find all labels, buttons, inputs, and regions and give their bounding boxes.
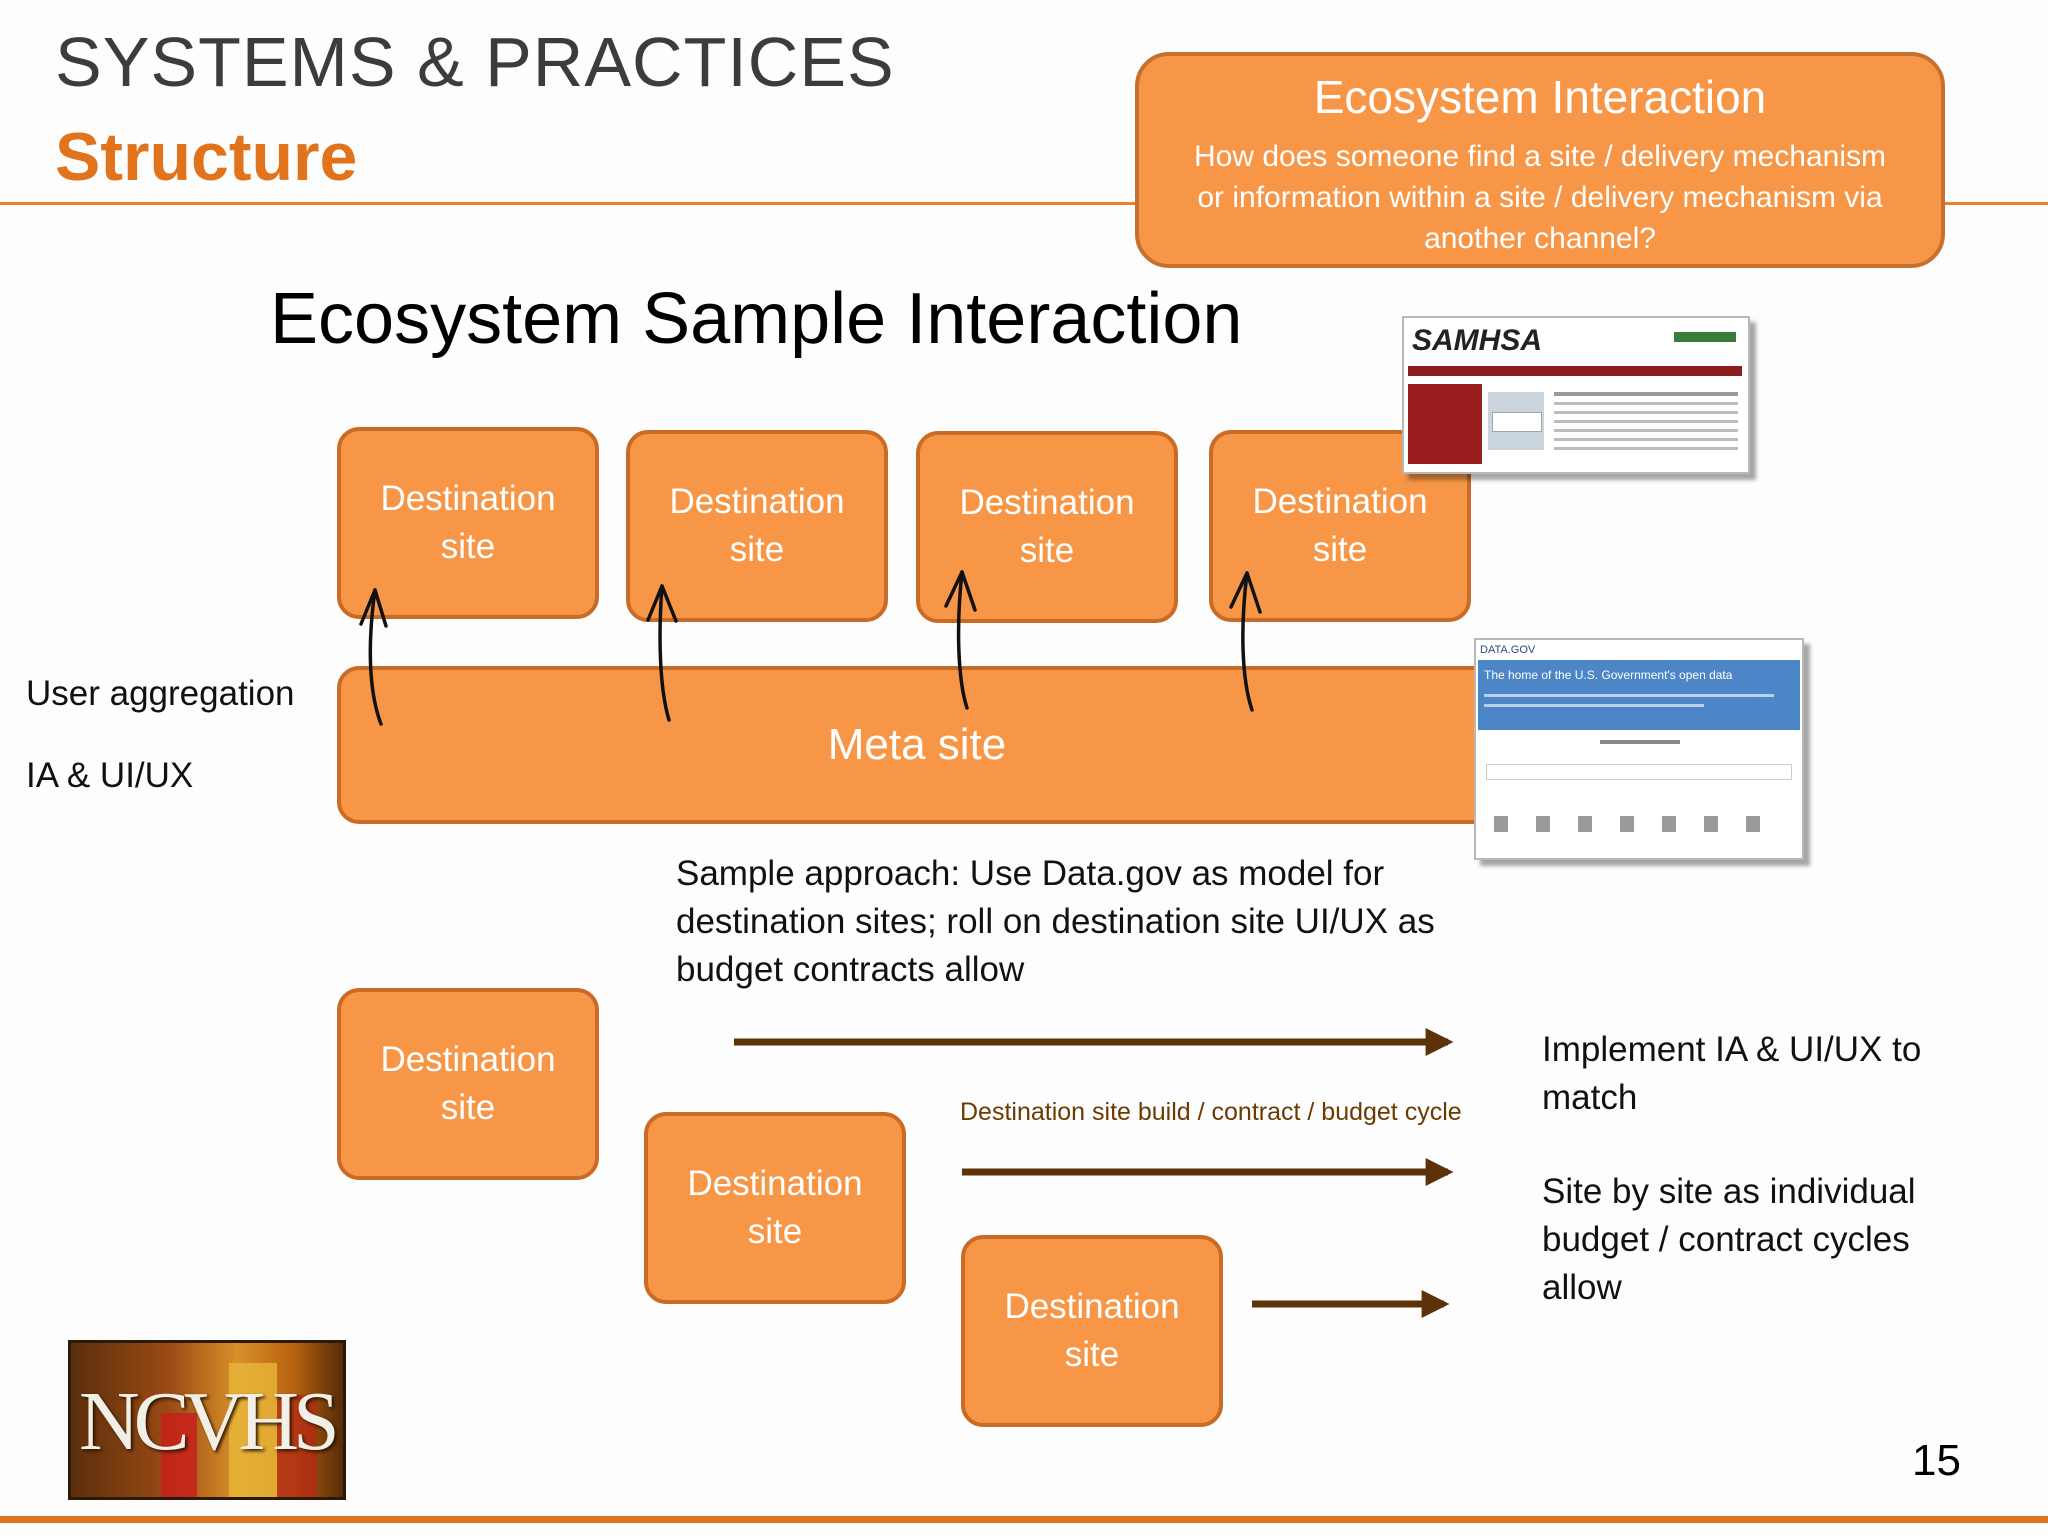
destination-site-label: site	[440, 527, 496, 566]
samhsa-website-thumbnail: SAMHSA	[1402, 316, 1750, 474]
destination-site-label: Destination	[1004, 1287, 1180, 1326]
callout-title: Ecosystem Interaction	[1313, 71, 1767, 123]
destination-site-label: site	[440, 1088, 496, 1127]
destination-site-box: Destination site	[626, 430, 888, 622]
destination-site-label: Destination	[687, 1164, 863, 1203]
datagov-banner: The home of the U.S. Government's open d…	[1478, 660, 1800, 730]
page-number: 15	[1912, 1436, 1961, 1485]
destination-site-box: Destination site	[337, 988, 599, 1180]
datagov-header: DATA.GOV	[1480, 644, 1536, 656]
destination-site-label: Destination	[959, 483, 1135, 522]
destination-site-box: Destination site	[337, 427, 599, 619]
destination-site-label: site	[1064, 1335, 1120, 1374]
destination-site-label: site	[747, 1212, 803, 1251]
logo-text: NCVHS	[79, 1375, 340, 1468]
ecosystem-interaction-callout: Ecosystem Interaction How does someone f…	[1135, 52, 1945, 268]
destination-site-box: Destination site	[916, 431, 1178, 623]
destination-site-box: Destination site	[961, 1235, 1223, 1427]
destination-site-label: Destination	[1252, 482, 1428, 521]
destination-site-label: site	[1019, 531, 1075, 570]
meta-site-box: Meta site	[337, 666, 1497, 824]
ia-ui-ux-label: IA & UI/UX	[26, 756, 194, 795]
build-cycle-label: Destination site build / contract / budg…	[960, 1098, 1462, 1126]
diagram-title: Ecosystem Sample Interaction	[270, 279, 1243, 359]
samhsa-logo: SAMHSA	[1412, 324, 1543, 357]
destination-site-label: Destination	[380, 479, 556, 518]
datagov-website-thumbnail: DATA.GOV The home of the U.S. Government…	[1474, 638, 1804, 860]
ncvhs-logo: NCVHS	[68, 1340, 346, 1500]
destination-site-label: site	[1312, 530, 1368, 569]
site-by-site-text: Site by site as individual budget / cont…	[1542, 1172, 1916, 1307]
callout-body: How does someone find a site / delivery …	[1194, 140, 1886, 255]
implement-text: Implement IA & UI/UX to match	[1542, 1030, 1922, 1117]
destination-site-box: Destination site	[644, 1112, 906, 1304]
destination-site-label: Destination	[380, 1040, 556, 1079]
sample-approach-text: Sample approach: Use Data.gov as model f…	[676, 854, 1435, 989]
destination-site-label: site	[729, 530, 785, 569]
section-title: SYSTEMS & PRACTICES	[55, 23, 895, 101]
meta-site-label: Meta site	[827, 720, 1007, 769]
header-divider	[0, 202, 2048, 205]
subsection-title: Structure	[55, 119, 358, 195]
destination-site-label: Destination	[669, 482, 845, 521]
user-aggregation-label: User aggregation	[26, 674, 295, 713]
footer-divider	[0, 1516, 2048, 1523]
datagov-tagline: The home of the U.S. Government's open d…	[1484, 668, 1733, 682]
